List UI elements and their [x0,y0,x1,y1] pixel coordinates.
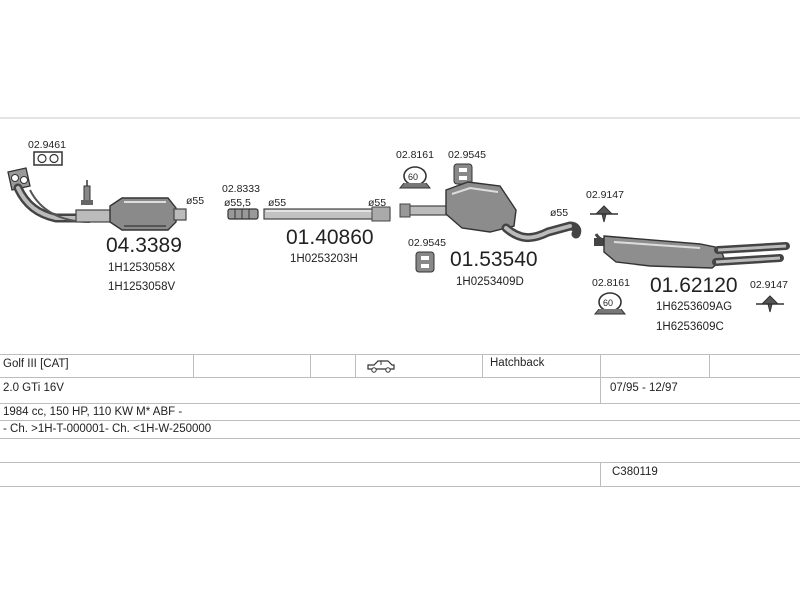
pipe-inlet-diameter: ø55 [268,197,286,209]
mounting-clip-icon [756,295,784,313]
intermediate-pipe-assembly[interactable]: 02.8333 ø55,5 ø55 ø55 01.40860 1H0253203… [222,183,391,265]
exhaust-system-diagram: 02.9461 ø55 04.3389 1H125 [0,117,800,333]
oe-number: 1H0253409D [456,276,524,288]
pipe-outlet-diameter: ø55 [368,197,386,209]
ring-part-number: 02.8161 [592,277,630,289]
oe-number: 1H0253203H [290,253,358,265]
manifold-flange-icon [7,167,31,191]
oe-number: 1H1253058V [108,281,175,293]
production-years: 07/95 - 12/97 [610,382,678,394]
pipe-icon [263,206,391,222]
vehicle-model: Golf III [CAT] [3,358,69,370]
clamp-diameter: ø55,5 [224,197,251,209]
ring-part-number: 02.8161 [396,149,434,161]
lambda-sensor-icon [81,180,93,205]
catalytic-converter-assembly[interactable]: 02.9461 ø55 04.3389 1H125 [7,139,204,293]
system-code: C380119 [612,466,658,478]
part-number-04-3389: 04.3389 [106,234,182,257]
engine-variant: 2.0 GTi 16V [3,382,64,394]
hanger-part-number: 02.9545 [408,237,446,249]
chassis-range: - Ch. >1H-T-000001- Ch. <1H-W-250000 [3,423,212,435]
hanger-icon [415,251,435,273]
part-number-01-40860: 01.40860 [286,226,374,249]
part-number-01-62120: 01.62120 [650,274,738,297]
rubber-ring-icon: 60 [593,292,627,315]
centre-silencer-assembly[interactable]: 02.8161 60 02.9545 ø55 02.9545 01.53540 [396,149,582,288]
car-side-icon [366,359,396,376]
hanger-icon [453,163,473,185]
part-number-01-53540: 01.53540 [450,248,538,271]
outlet-diameter: ø55 [550,207,568,219]
clamp-part-number: 02.8333 [222,183,260,195]
clip-part-number: 02.9147 [750,279,788,291]
rear-silencer-assembly[interactable]: 02.9147 02.8161 60 01.62120 1H6253609AG … [586,189,790,333]
body-type: Hatchback [490,357,545,369]
clamp-icon [227,208,259,220]
mounting-clip-icon [590,205,618,223]
engine-specs: 1984 cc, 150 HP, 110 KW M* ABF - [3,406,183,418]
outlet-diameter: ø55 [186,195,204,207]
svg-text:60: 60 [603,298,613,308]
gasket-part-number: 02.9461 [28,139,66,151]
gasket-icon [33,151,63,166]
oe-number: 1H1253058X [108,262,175,274]
rubber-ring-icon: 60 [398,166,432,189]
hanger-part-number: 02.9545 [448,149,486,161]
oe-number: 1H6253609C [656,321,724,333]
clip-part-number: 02.9147 [586,189,624,201]
oe-number: 1H6253609AG [656,301,732,313]
svg-text:60: 60 [408,172,418,182]
